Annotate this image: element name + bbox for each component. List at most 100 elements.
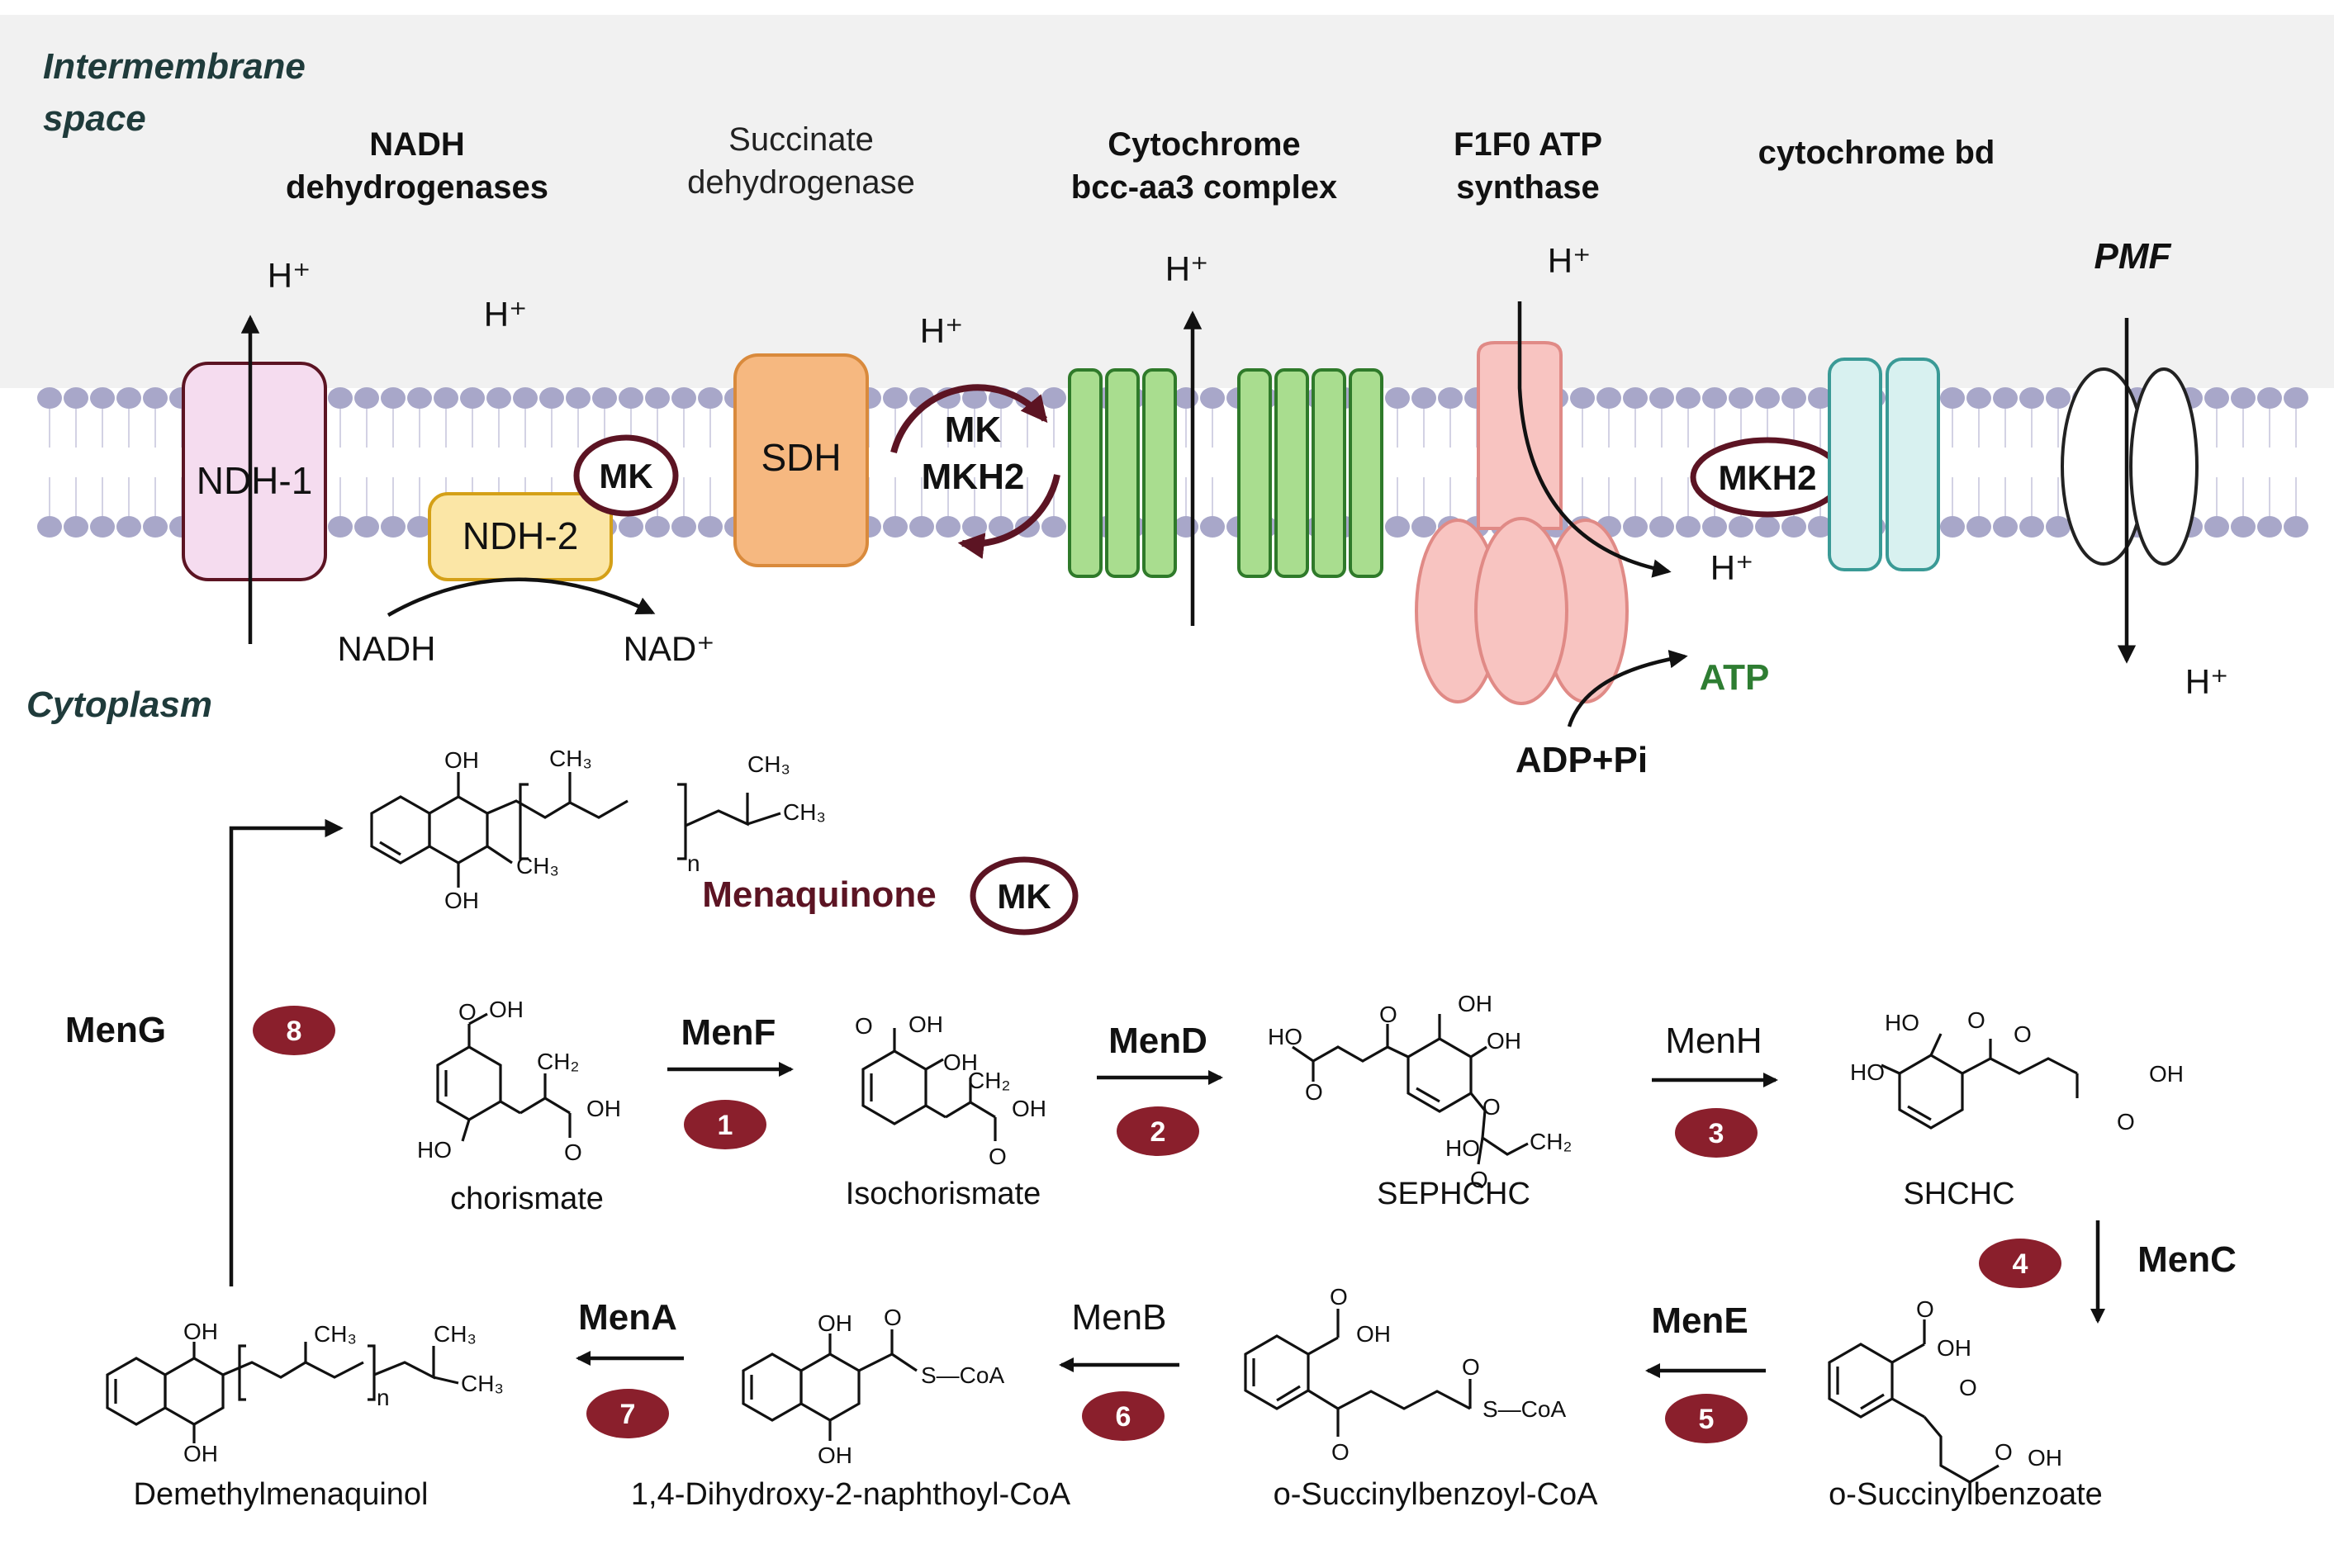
lipid-head [989, 516, 1013, 538]
menaquinone-mk-badge [970, 856, 1079, 936]
lipid-head [2046, 387, 2071, 409]
step-badge-8 [253, 1006, 335, 1055]
lipid-head [1596, 387, 1621, 409]
lipid-head [645, 516, 670, 538]
lipid-head [2204, 387, 2229, 409]
iso-atom-ch2: CH₂ [968, 1068, 1010, 1093]
lipid-head [698, 387, 723, 409]
membrane-panel [0, 15, 2334, 388]
lipid-head [407, 516, 432, 538]
menc-label: MenC [2137, 1239, 2237, 1280]
cyt-bcc-complex [1068, 368, 1383, 578]
cyt-bcc-helix [1349, 368, 1383, 578]
lipid-head [1041, 516, 1066, 538]
mk-atom-n: n [687, 850, 700, 876]
iso-atom-o: O [855, 1013, 873, 1039]
lipid-head [566, 387, 591, 409]
step-num-8: 8 [287, 1016, 302, 1047]
mk-atom-ch3-end: CH₃ [783, 799, 826, 825]
dhna-atom-oh1: OH [818, 1310, 852, 1336]
osb-atom-oh1: OH [1937, 1335, 1971, 1361]
mk-label-ndh2: MK [599, 457, 652, 495]
demk-atom-oh2: OH [183, 1441, 218, 1466]
lipid-head [2204, 516, 2229, 538]
lipid-head [1755, 387, 1780, 409]
lipid-head [116, 387, 141, 409]
lipid-head [1174, 387, 1198, 409]
seph-atom-ch2: CH₂ [1530, 1129, 1572, 1154]
lipid-head [2257, 387, 2282, 409]
dhna-coa-structure [742, 1329, 918, 1441]
isochorismate-label: Isochorismate [846, 1177, 1041, 1211]
shchc-atom-o2: O [2014, 1021, 2032, 1047]
lipid-head [328, 516, 353, 538]
lipid-head [1411, 516, 1436, 538]
cyt-bd-header: cytochrome bd [1758, 135, 1995, 171]
lipid-head [1174, 516, 1198, 538]
lipid-head [116, 516, 141, 538]
step-badge-3 [1675, 1108, 1758, 1158]
mend-label: MenD [1108, 1021, 1207, 1061]
cyt-bcc-helix [1237, 368, 1272, 578]
lipid-head [936, 516, 961, 538]
h-plus-atp-bottom: H⁺ [1710, 548, 1754, 587]
atp-proton-path [1517, 301, 1672, 578]
adp-pi-label: ADP+Pi [1516, 740, 1648, 780]
ndh1-label: NDH-1 [197, 459, 313, 502]
lipid-head [539, 387, 564, 409]
h-plus-ndh1: H⁺ [268, 256, 311, 295]
lipid-head [2046, 516, 2071, 538]
h-plus-ndh2: H⁺ [484, 295, 528, 334]
lipid-head [1623, 387, 1648, 409]
sdh-label: SDH [761, 436, 841, 479]
lipid-head [2257, 516, 2282, 538]
lipid-head [1200, 516, 1225, 538]
lipid-head [592, 387, 617, 409]
lipid-head [619, 516, 643, 538]
nad-plus-label: NAD⁺ [624, 629, 715, 668]
osb-atom-oh2: OH [2028, 1445, 2062, 1471]
lipid-head [671, 387, 696, 409]
sdh-complex [733, 353, 869, 567]
adp-atp-arrow [1567, 649, 1688, 727]
sdh-header-2: dehydrogenase [687, 164, 915, 201]
ndh2-label: NDH-2 [463, 514, 579, 557]
mk-atom-ch3-ring: CH₃ [516, 853, 559, 879]
step-num-5: 5 [1699, 1404, 1715, 1435]
meng-arrow [229, 818, 344, 1286]
seph-atom-oh1: OH [1458, 991, 1492, 1016]
lipid-head [619, 387, 643, 409]
shchc-atom-o1: O [1967, 1007, 1985, 1033]
lipid-head [1940, 516, 1965, 538]
mk-atom-ch3-top: CH₃ [747, 751, 790, 777]
h-plus-sdh: H⁺ [920, 311, 964, 350]
step-badge-6 [1082, 1391, 1165, 1441]
lipid-head [1755, 516, 1780, 538]
lipid-head [1438, 387, 1463, 409]
lipid-head [1808, 387, 1833, 409]
mena-label: MenA [578, 1297, 677, 1338]
mk-atom-oh-top: OH [444, 747, 479, 773]
lipid-head [1649, 387, 1674, 409]
lipid-head [2019, 387, 2044, 409]
demk-atom-ch3-2: CH₃ [434, 1321, 477, 1347]
lipid-head [381, 516, 406, 538]
lipid-head [460, 387, 485, 409]
step-badge-2 [1117, 1106, 1199, 1156]
lipid-head [1781, 387, 1806, 409]
osbcoa-atom-scoa: S—CoA [1482, 1396, 1566, 1422]
cyt-bcc-helix [1312, 368, 1346, 578]
lipid-head [381, 387, 406, 409]
dhna-atom-o: O [884, 1305, 902, 1330]
lipid-head [2231, 516, 2256, 538]
chor-atom-oh1: OH [489, 997, 524, 1022]
osb-atom-o3: O [1995, 1439, 2013, 1465]
chor-atom-o: O [458, 999, 477, 1025]
step-num-2: 2 [1150, 1116, 1166, 1148]
osb-atom-o1: O [1916, 1296, 1934, 1322]
h-plus-atp-top: H⁺ [1548, 241, 1592, 280]
lipid-head [1702, 387, 1727, 409]
cyt-bd-left [1828, 358, 1882, 571]
mk-cycle-label: MK [945, 410, 1002, 450]
